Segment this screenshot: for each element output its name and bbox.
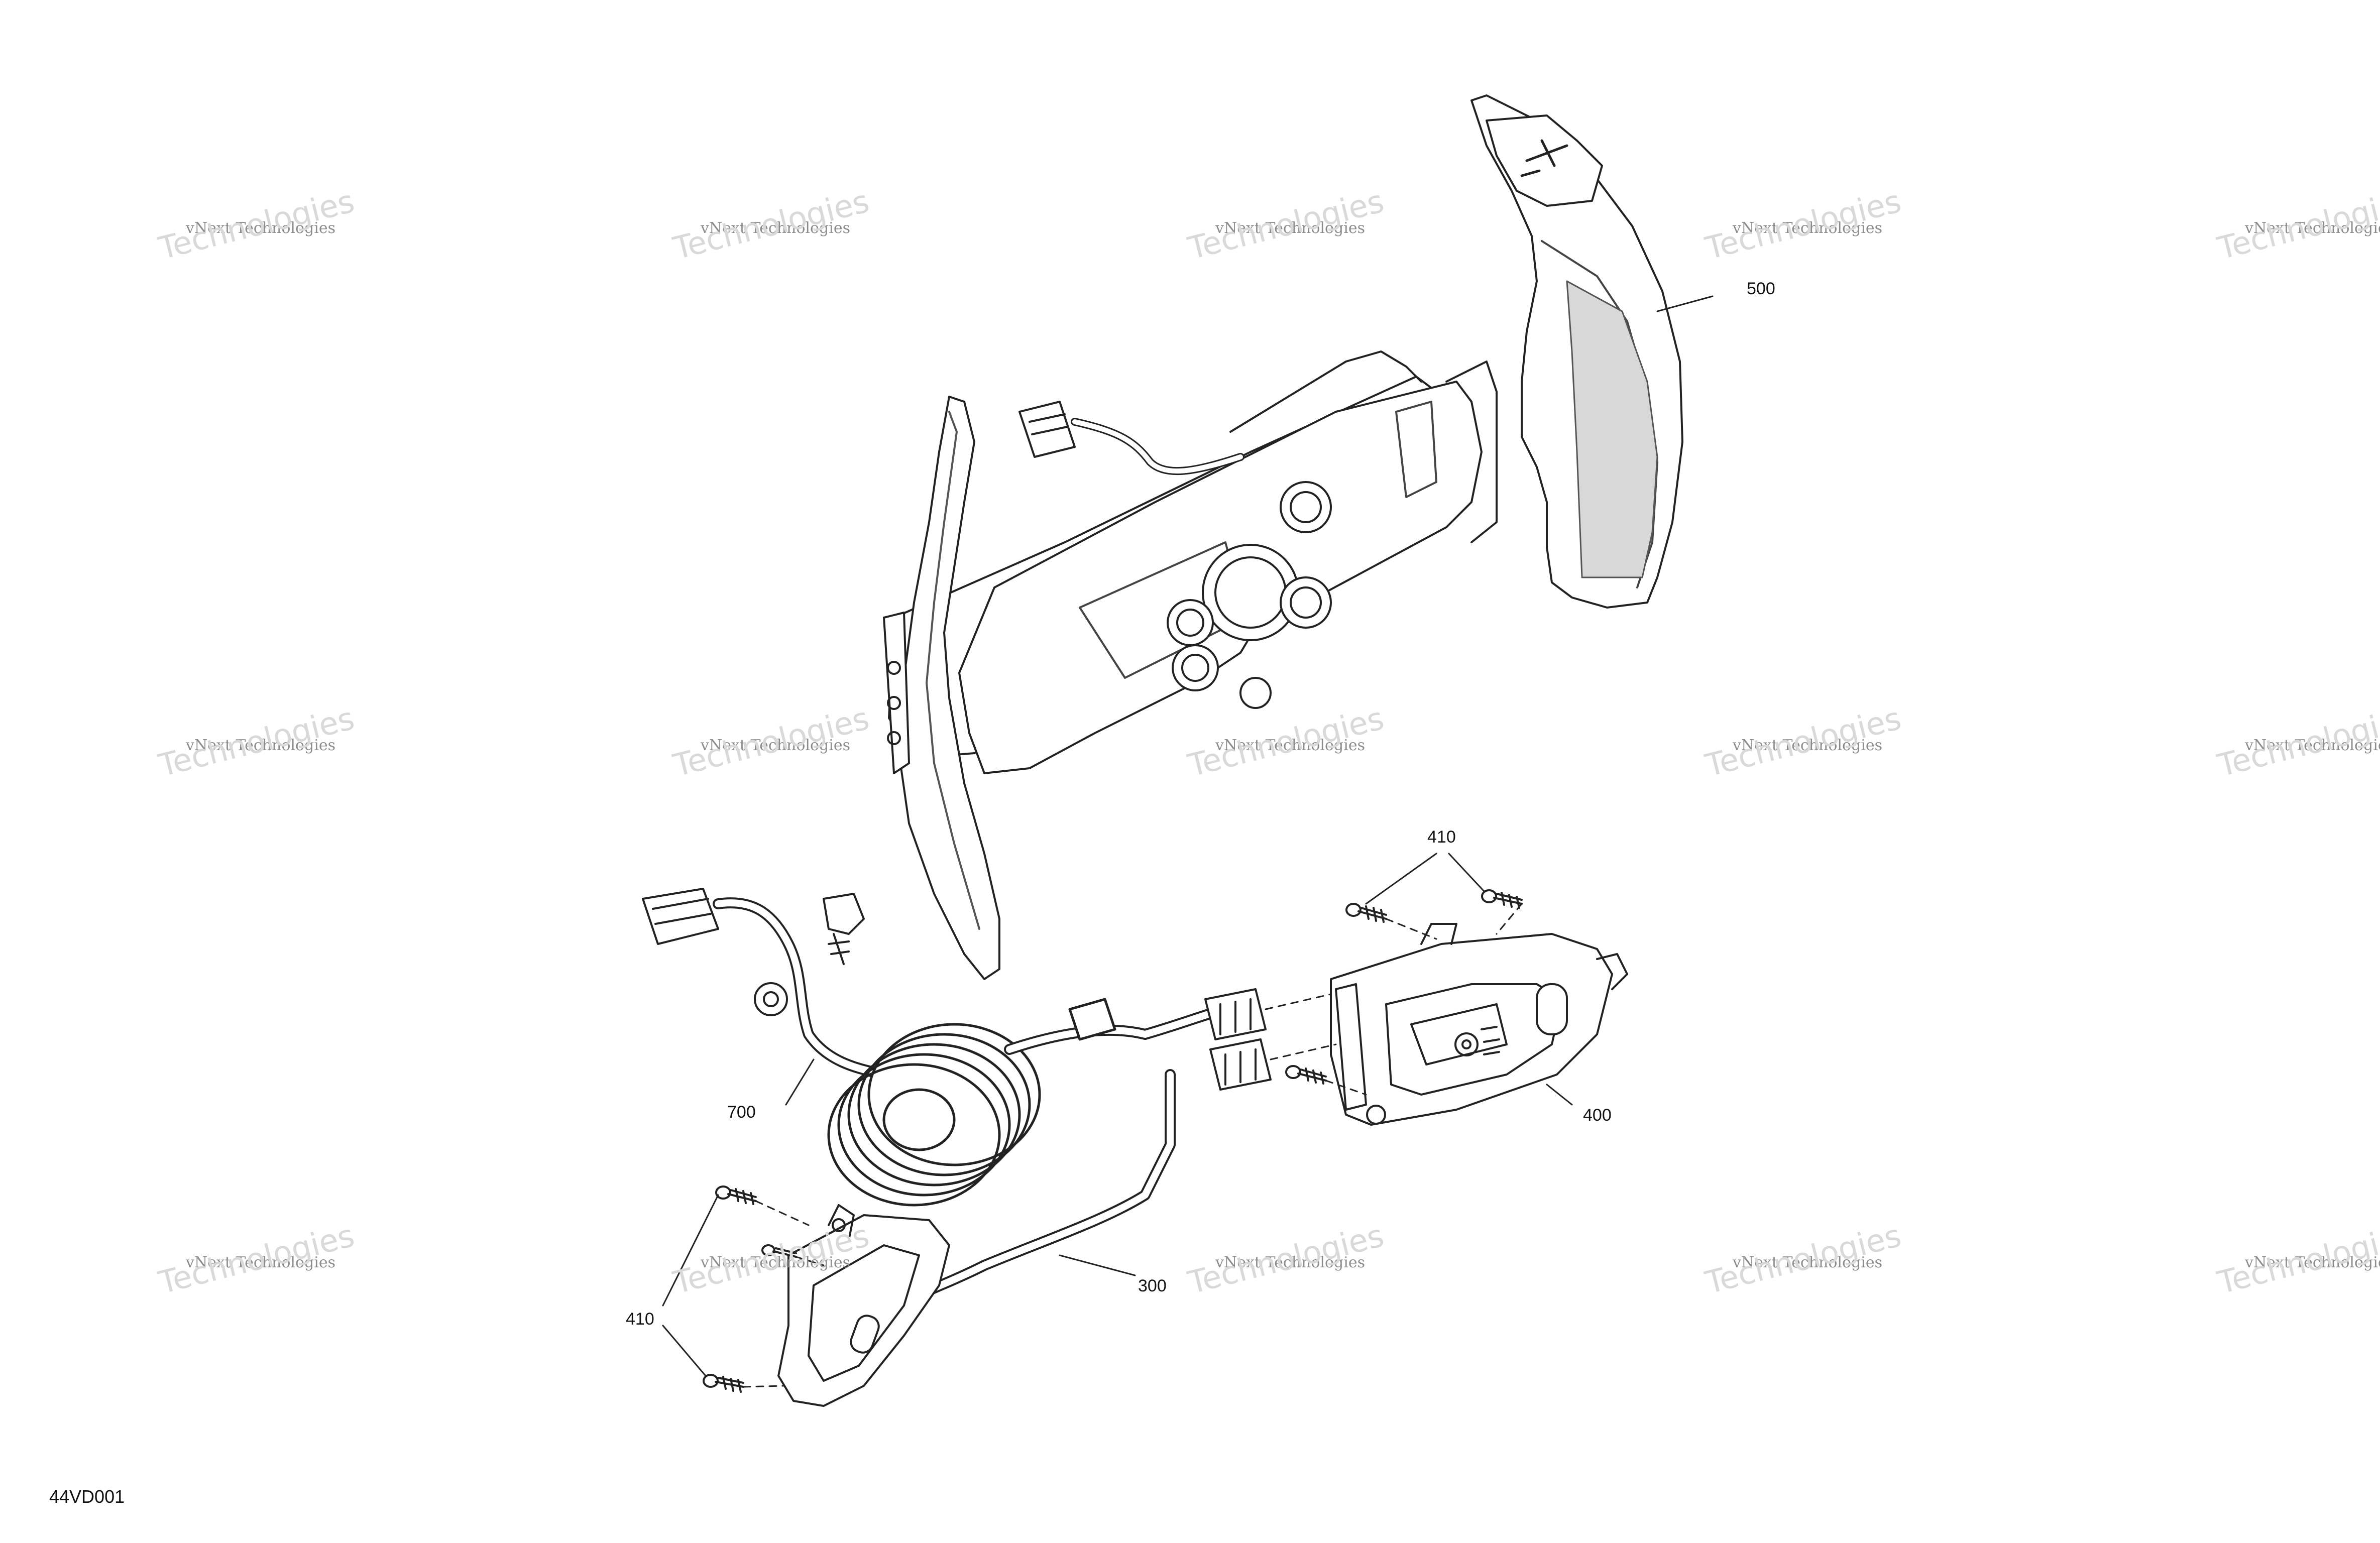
callout-500: 500: [1747, 279, 1775, 298]
callout-300: 300: [1138, 1276, 1167, 1295]
screw-410-e: [761, 1244, 797, 1258]
screw-410-c: [1285, 1065, 1327, 1085]
right-steering-switch: [1330, 923, 1628, 1126]
wire-harness-700: [642, 888, 889, 1080]
callout-700: 700: [727, 1103, 756, 1122]
right-shift-paddle: [1470, 94, 1683, 609]
callout-400: 400: [1583, 1106, 1612, 1125]
screw-410-f: [703, 1374, 744, 1393]
paddle-shifter-bracket: [888, 350, 1498, 774]
left-shift-paddle: [883, 396, 1000, 980]
paddle-connector: [1018, 401, 1244, 476]
callout-410-left: 410: [626, 1310, 654, 1329]
switch-connectors: [1204, 988, 1272, 1091]
gear-settings-icon: [1454, 1026, 1500, 1056]
callout-410-top: 410: [1427, 827, 1456, 847]
coiled-cable: [827, 998, 1231, 1207]
screw-410-a: [1345, 903, 1387, 923]
assembly-lines: [742, 903, 1523, 1388]
screw-410-b: [1481, 889, 1523, 909]
plus-minus-icon: [1520, 139, 1568, 177]
left-steering-switch: [777, 1204, 950, 1407]
leader-lines: [662, 295, 1714, 1377]
wire-harness-300: [924, 1069, 1176, 1296]
screw-410-d: [715, 1185, 757, 1205]
drawing-code: 44VD001: [49, 1486, 125, 1507]
